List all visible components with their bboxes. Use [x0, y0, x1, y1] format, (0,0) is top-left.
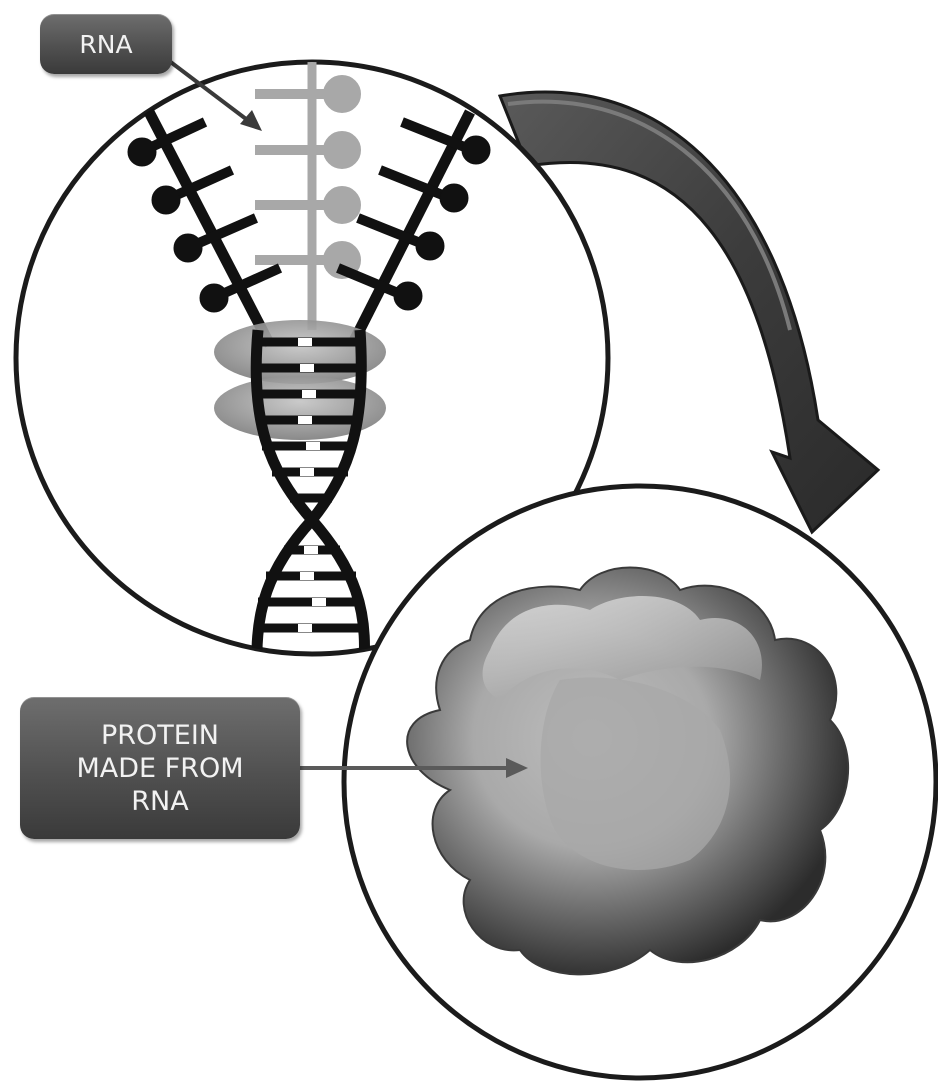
protein-label: PROTEIN MADE FROM RNA	[20, 697, 300, 839]
rna-label: RNA	[40, 14, 172, 74]
